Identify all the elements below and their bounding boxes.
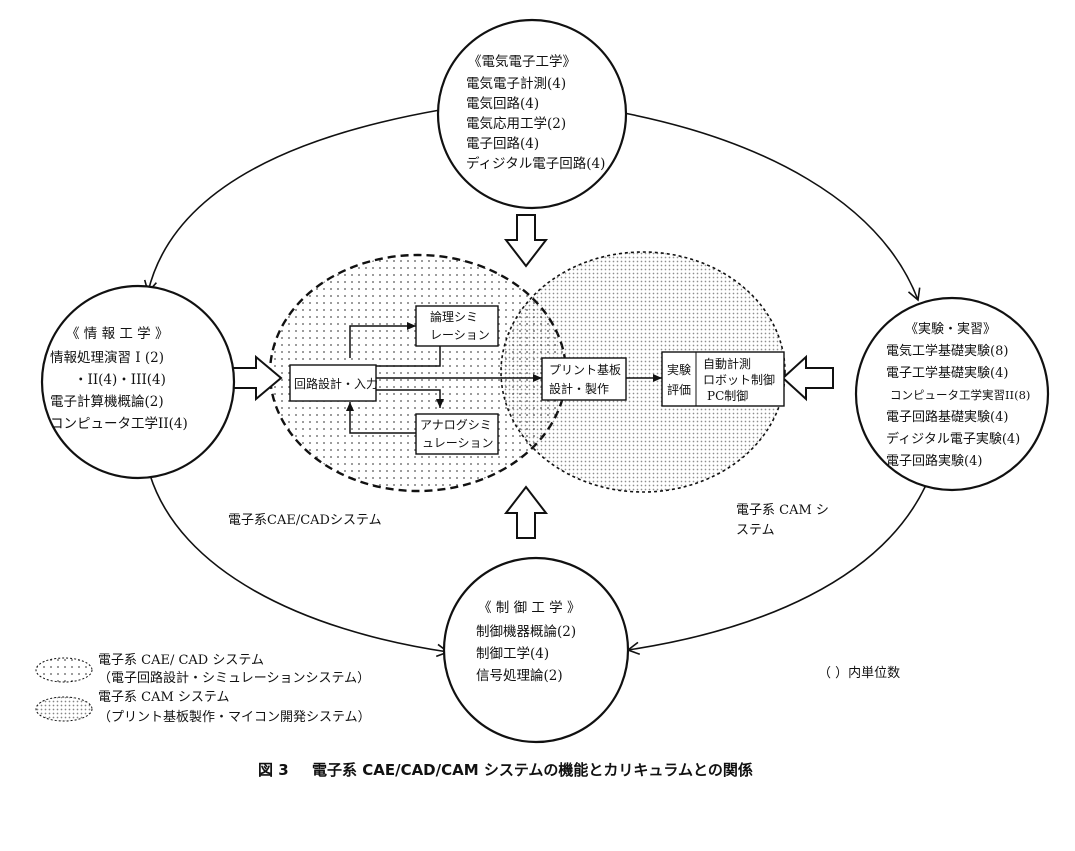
box-experiment-control [661,351,785,407]
node-item: コンピュータ工学II(4) [50,416,188,432]
node-item: 信号処理論(2) [476,668,563,684]
node-item: 制御工学(4) [476,646,549,662]
connector-design-to-analog [376,389,444,408]
legend-note: （ ）内単位数 [818,665,900,681]
node-item: コンピュータ工学実習II(8) [890,388,1030,402]
node-item: ディジタル電子実験(4) [886,431,1020,447]
cam-system-label: ステム [736,523,775,538]
node-item: 電子工学基礎実験(4) [886,365,1008,381]
outer-connectors [140,101,936,658]
legend-cae-title: 電子系 CAE/ CAD システム [98,653,264,668]
node-item: 電子回路実験(4) [886,453,982,469]
node-circle-bottom [442,556,630,744]
box-circuit-design [289,364,377,402]
legend-cae-swatch [35,657,93,683]
legend: 電子系 CAE/ CAD システム （電子回路設計・シミュレーションシステム） … [35,653,900,725]
node-item: 電気電子計測(4) [466,76,566,92]
box-pcb [541,357,627,401]
block-arrow-from-right [781,354,834,402]
box-logic-sim-label: レーション [430,328,490,342]
node-circle-right [854,296,1050,492]
node-item: 電子回路基礎実験(4) [886,409,1008,425]
node-item: 電子計算機概論(2) [50,394,164,410]
caption-label: 図 3 [258,761,289,779]
box-control-label: ロボット制御 [703,372,775,387]
node-item: ディジタル電子回路(4) [466,155,605,172]
box-experiment-label: 評価 [667,382,691,397]
node-title: 《 情 報 工 学 》 [66,326,168,342]
connector-design-to-logic [349,322,416,358]
box-pcb-label: プリント基板 [549,363,621,377]
box-analog-sim-label: アナログシミ [420,418,492,432]
node-item: 情報処理演習 I (2) [50,350,164,366]
node-item: 電気回路(4) [466,96,539,112]
node-bottom: 《 制 御 工 学 》 制御機器概論(2) 制御工学(4) 信号処理論(2) [476,600,580,684]
legend-cae-sub: （電子回路設計・シミュレーションシステム） [98,670,370,686]
node-left: 《 情 報 工 学 》 情報処理演習 I (2) ・II(4)・III(4) 電… [50,326,188,432]
node-item: ・II(4)・III(4) [74,372,166,388]
cam-ellipse [500,251,786,493]
node-title: 《電気電子工学》 [468,54,576,70]
legend-cam-sub: （プリント基板製作・マイコン開発システム） [98,710,371,725]
box-analog-sim [415,413,499,455]
node-circle-top [436,18,628,210]
box-logic-sim [415,305,499,347]
box-circuit-design-label: 回路設計・入力 [294,376,378,391]
box-logic-sim-label: 論理シミ [430,309,478,324]
arrow-right-bottom [626,474,936,656]
block-arrows [224,214,834,539]
node-circle-left [40,284,236,480]
node-top: 《電気電子工学》 電気電子計測(4) 電気回路(4) 電気応用工学(2) 電子回… [466,54,605,172]
box-experiment-label: 実験 [667,362,691,377]
arrow-top-left [143,101,453,294]
node-right: 《実験・実習》 電気工学基礎実験(8) 電子工学基礎実験(4) コンピュータ工学… [886,321,1030,469]
cae-cad-system-label: 電子系CAE/CADシステム [228,513,382,528]
cam-system-label: 電子系 CAM シ [736,503,829,518]
caption-text: 電子系 CAE/CAD/CAM システムの機能とカリキュラムとの関係 [312,761,753,779]
box-analog-sim-label: ュレーション [422,436,494,450]
connector-analog-to-design [346,402,416,434]
node-title: 《実験・実習》 [905,321,996,337]
node-item: 電気応用工学(2) [466,116,566,132]
legend-cam-swatch [35,696,93,722]
connector-logic-back [376,346,441,367]
box-control-label: 自動計測 [703,356,751,371]
arrow-top-right [611,104,921,302]
node-title: 《 制 御 工 学 》 [478,600,580,616]
node-item: 電子回路(4) [466,136,539,152]
node-item: 電気工学基礎実験(8) [886,343,1008,359]
figure-caption: 図 3 電子系 CAE/CAD/CAM システムの機能とカリキュラムとの関係 [258,761,753,779]
block-arrow-from-bottom [503,485,549,539]
block-arrow-from-top [503,214,549,268]
inner-boxes: 回路設計・入力 論理シミ レーション アナログシミ ュレーション プリント基板 … [289,305,785,455]
box-control-label: PC制御 [707,388,748,403]
inner-connectors [346,322,662,434]
legend-cam-title: 電子系 CAM システム [98,690,230,705]
node-item: 制御機器概論(2) [476,624,576,640]
box-pcb-label: 設計・製作 [549,381,609,396]
arrow-left-bottom [140,462,450,658]
